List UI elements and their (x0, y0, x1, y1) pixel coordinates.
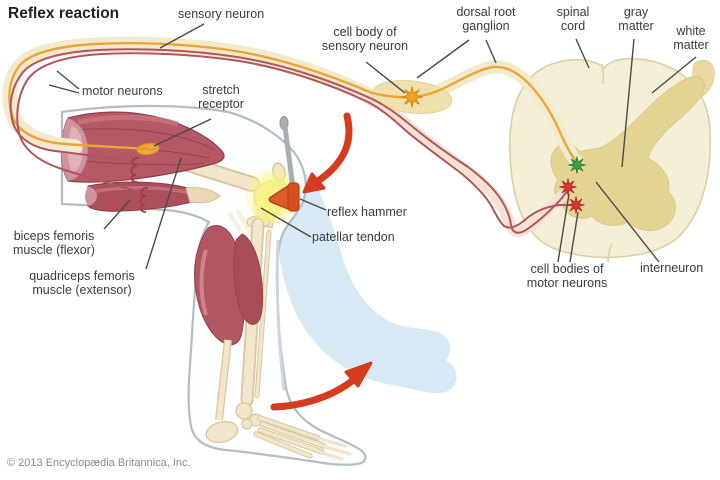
sensory-cell-body-star (401, 86, 423, 108)
kick-arrow (270, 361, 373, 411)
calcaneus-bone (205, 420, 239, 444)
label-biceps-femoris: biceps femoris muscle (flexor) (13, 229, 95, 258)
label-motor-neurons: motor neurons (82, 84, 163, 98)
label-white-matter: white matter (673, 24, 709, 53)
label-interneuron: interneuron (640, 261, 704, 275)
copyright-notice: © 2013 Encyclopædia Britannica, Inc. (7, 457, 191, 469)
gray-matter-area (550, 76, 705, 231)
spinal-cord-section (509, 57, 715, 263)
shin-shading-line (275, 239, 286, 391)
sensory-neuron-fiber (8, 42, 577, 162)
label-sensory-neuron: sensory neuron (178, 7, 265, 21)
label-spinal-cord: spinal cord (556, 5, 590, 34)
leader-lines (48, 23, 697, 270)
calf-muscles (194, 225, 264, 421)
label-dorsal-root-ganglion: dorsal root ganglion (456, 5, 516, 34)
motor-neuron-fibers (9, 48, 574, 234)
motor-cell-body-star-1 (558, 177, 578, 197)
stretch-receptor-shape (136, 142, 160, 156)
diagram-title: Reflex reaction (8, 5, 120, 22)
label-stretch-receptor: stretch receptor (198, 83, 244, 112)
label-cell-bodies-motor: cell bodies of motor neurons (526, 262, 608, 291)
label-gray-matter: gray matter (618, 5, 654, 34)
label-patellar-tendon: patellar tendon (312, 230, 395, 244)
label-cell-body-sensory: cell body of sensory neuron (321, 25, 409, 54)
hammer-handle (282, 124, 296, 191)
interneuron-star (567, 155, 587, 175)
biceps-tendon (185, 187, 221, 204)
label-quadriceps-femoris: quadriceps femoris muscle (extensor) (29, 269, 135, 298)
motor-end-plates (130, 157, 149, 213)
label-reflex-hammer: reflex hammer (327, 205, 407, 219)
reflex-hammer-shape (268, 116, 300, 212)
motor-cell-body-star-2 (566, 195, 586, 215)
ghost-kicked-leg (276, 168, 457, 394)
ventral-root-band (362, 93, 568, 237)
strike-arrow (302, 112, 353, 194)
